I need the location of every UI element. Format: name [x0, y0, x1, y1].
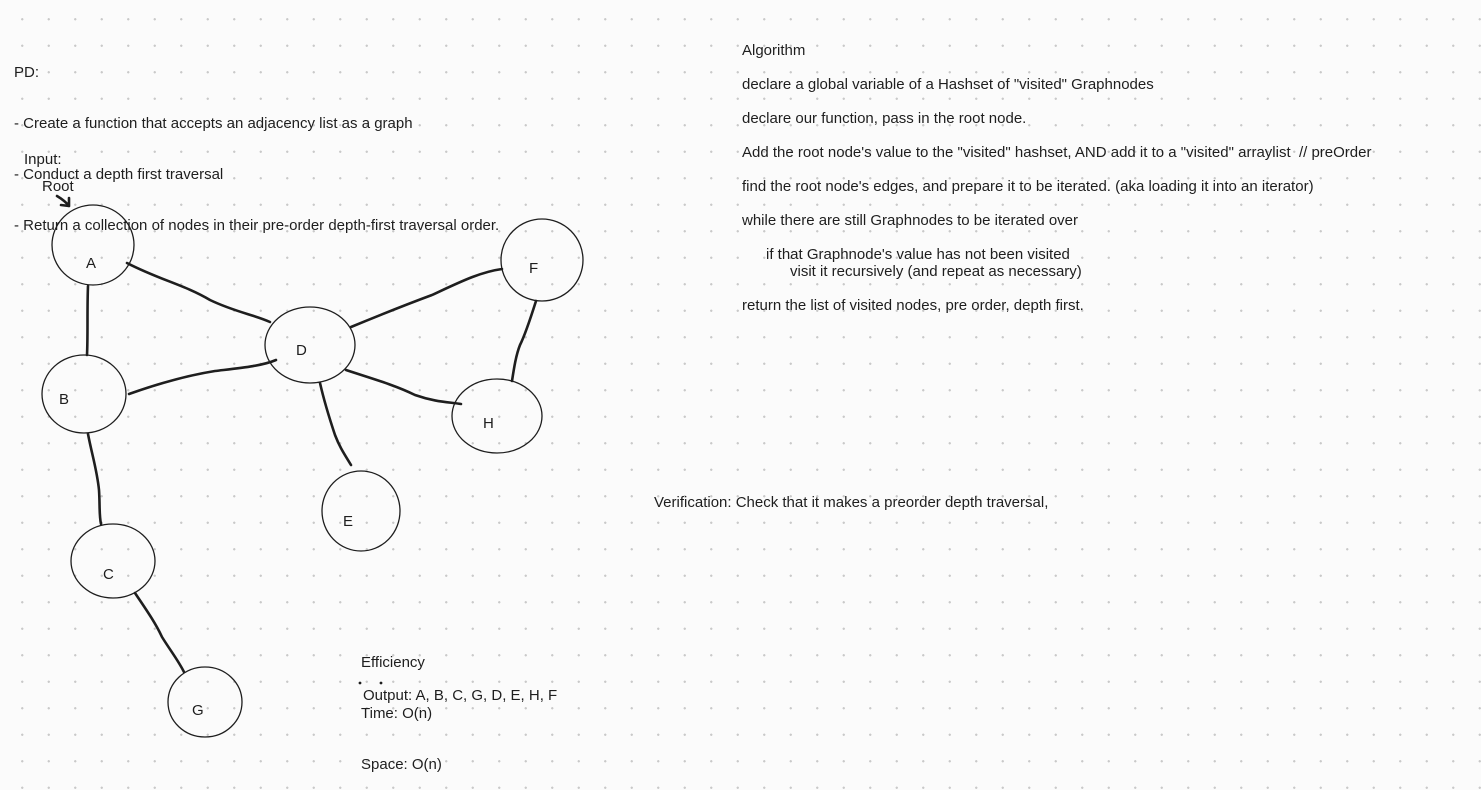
node-f	[500, 218, 584, 302]
edge-c-g	[133, 591, 186, 674]
node-a	[51, 204, 135, 286]
edge-f-h	[510, 299, 538, 383]
node-b-label: B	[59, 391, 69, 408]
efficiency-time: Time: O(n)	[361, 705, 433, 722]
efficiency-space: Space: O(n)	[361, 756, 442, 773]
root-arrow-icon	[55, 194, 71, 208]
edge-b-c	[86, 432, 103, 526]
edge-d-e	[318, 381, 353, 467]
edge-d-h	[344, 368, 463, 406]
pd-item: - Create a function that accepts an adja…	[14, 115, 413, 132]
algorithm-step: while there are still Graphnodes to be i…	[742, 212, 1079, 229]
node-f-label: F	[529, 260, 538, 277]
edge-d-f	[349, 267, 504, 329]
algorithm-step: declare a global variable of a Hashset o…	[742, 76, 1154, 93]
verification-text: Verification: Check that it makes a preo…	[654, 494, 1049, 511]
algorithm-title: Algorithm	[742, 42, 806, 59]
input-label: Input:	[24, 151, 62, 168]
node-b	[41, 354, 127, 434]
stray-dot	[358, 681, 362, 685]
algorithm-step: if that Graphnode's value has not been v…	[766, 246, 1070, 263]
node-c	[70, 523, 156, 599]
edge-a-b	[85, 284, 90, 357]
node-g	[167, 666, 243, 738]
edge-a-d	[125, 261, 272, 324]
algorithm-step: Add the root node's value to the "visite…	[742, 144, 1372, 161]
node-a-label: A	[86, 255, 96, 272]
node-c-label: C	[103, 566, 114, 583]
pd-item: - Return a collection of nodes in their …	[14, 217, 500, 234]
root-label: Root	[42, 178, 74, 195]
node-h-label: H	[483, 415, 494, 432]
node-e	[321, 470, 401, 552]
node-g-label: G	[192, 702, 204, 719]
edge-b-d	[127, 358, 278, 396]
algorithm-step: visit it recursively (and repeat as nece…	[790, 263, 1082, 280]
algorithm-step: return the list of visited nodes, pre or…	[742, 297, 1084, 314]
efficiency-block: Efficiency Time: O(n) Space: O(n)	[361, 620, 442, 790]
algorithm-step: find the root node's edges, and prepare …	[742, 178, 1314, 195]
problem-definition: PD: - Create a function that accepts an …	[14, 30, 499, 251]
output-text: Output: A, B, C, G, D, E, H, F	[363, 687, 558, 704]
node-e-label: E	[343, 513, 353, 530]
pd-item: - Conduct a depth first traversal	[14, 166, 224, 183]
node-h	[451, 378, 543, 454]
efficiency-title: Efficiency	[361, 654, 425, 671]
stray-dot	[379, 681, 383, 685]
pd-title: PD:	[14, 64, 40, 81]
node-d-label: D	[296, 342, 307, 359]
graph-diagram: A B C D E F G H	[41, 194, 584, 738]
algorithm-step: declare our function, pass in the root n…	[742, 110, 1027, 127]
node-d	[264, 306, 356, 384]
